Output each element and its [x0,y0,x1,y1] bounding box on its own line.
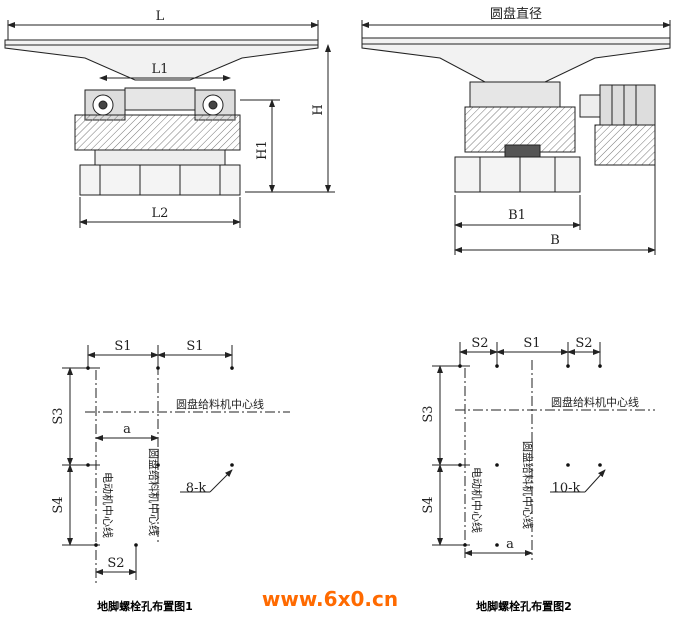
feeder-centerline-label-2: 圆盘给料机中心线 [551,395,639,409]
dim-L1: L1 [152,62,169,77]
bolt-layout-1 [62,345,290,585]
dim2-S2-b: S2 [575,336,592,351]
dim-S1-b: S1 [186,339,203,354]
base-side [454,156,581,193]
caption-layout-2: 地脚螺栓孔布置图2 [476,599,572,613]
front-view [4,20,335,228]
watermark: www.6x0.cn [262,587,398,611]
dim-L: L [156,9,165,24]
dim-S3: S3 [51,407,66,424]
motor [599,84,656,126]
dim-a: a [123,422,131,437]
holes-note-2: 10-k [552,481,581,496]
motor-centerline-label: 电动机中心线 [101,472,115,538]
dim2-S1: S1 [523,336,540,351]
bolt-layout-2 [432,342,655,560]
dim-H1: H1 [255,140,270,160]
dim-S2: S2 [107,556,124,571]
caption-layout-1: 地脚螺栓孔布置图1 [97,599,193,613]
dim-B1: B1 [508,208,526,223]
base [79,164,241,196]
feeder-centerline-label: 圆盘给料机中心线 [176,397,264,411]
dim2-a: a [506,537,514,552]
dim-L2: L2 [152,206,169,221]
disc-plate-side [361,37,671,83]
dim-H: H [311,104,326,115]
housing [74,114,241,151]
bolt-holes-1 [86,366,234,547]
dim2-S4: S4 [421,496,436,513]
side-view [361,20,671,255]
motor-base [594,124,656,166]
dim-disc-diameter: 圆盘直径 [490,6,542,22]
dim2-S2-a: S2 [471,336,488,351]
dim2-S3: S3 [421,405,436,422]
dim-S1-a: S1 [114,339,131,354]
feeder-centerline-v-label: 圆盘给料机中心线 [147,448,161,536]
motor-centerline-label-2: 电动机中心线 [470,467,484,533]
feeder-centerline-v-label-2: 圆盘给料机中心线 [521,441,535,529]
dim-S4: S4 [51,496,66,513]
holes-note-1: 8-k [186,481,207,496]
dim-B: B [550,233,560,248]
bolt-holes-2 [458,364,602,547]
